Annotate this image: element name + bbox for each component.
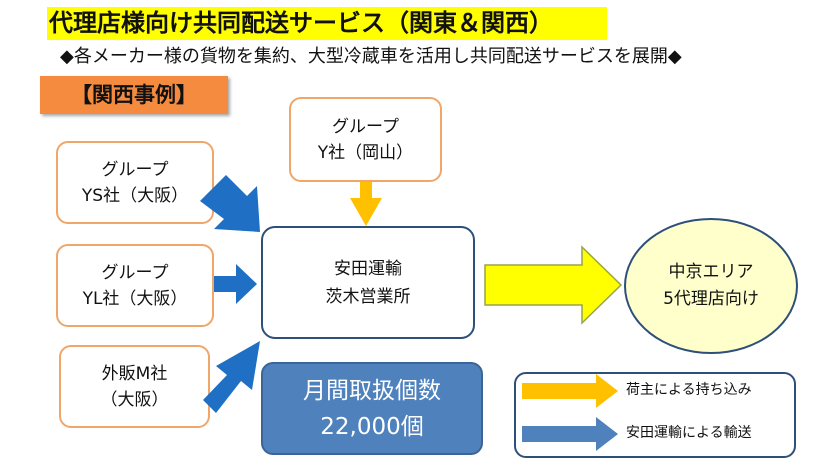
source-box-m: 外販M社 （大阪） [59, 345, 210, 428]
page-subtitle: ◆各メーカー様の貨物を集約、大型冷蔵車を活用し共同配送サービスを展開◆ [60, 46, 682, 67]
source-y-line2: Y社（岡山） [317, 142, 414, 163]
page-title: 代理店様向け共同配送サービス（関東＆関西） [47, 7, 607, 40]
source-box-ys: グループ YS社（大阪） [56, 141, 214, 224]
legend-orange-arrow [522, 374, 618, 408]
source-m-line2: （大阪） [100, 389, 169, 410]
legend-blue-label: 安田運輸による輸送 [626, 425, 752, 441]
destination-ellipse: 中京エリア 5代理店向け [624, 218, 798, 354]
orange-arrow-y-to-hub [350, 182, 382, 226]
destination-line2: 5代理店向け [663, 289, 759, 309]
destination-line1: 中京エリア [668, 262, 754, 282]
blue-arrow-ys-to-hub [200, 175, 260, 232]
legend-orange-label: 荷主による持ち込み [626, 382, 752, 398]
volume-line1: 月間取扱個数 [303, 377, 441, 404]
case-label: 【関西事例】 [40, 76, 228, 114]
legend-blue-arrow [522, 417, 618, 451]
hub-line2: 茨木営業所 [325, 286, 411, 307]
source-ys-line1: グループ [101, 159, 169, 180]
blue-arrow-m-to-hub [203, 341, 260, 413]
blue-arrow-yl-to-hub [214, 264, 257, 304]
source-box-y-okayama: グループ Y社（岡山） [289, 97, 442, 182]
source-yl-line1: グループ [101, 262, 169, 283]
hub-box: 安田運輸 茨木営業所 [261, 226, 475, 339]
volume-line2: 22,000個 [320, 413, 424, 440]
monthly-volume-box: 月間取扱個数 22,000個 [261, 362, 483, 455]
yellow-arrow-hub-to-destination [484, 245, 623, 325]
hub-line1: 安田運輸 [334, 258, 402, 279]
source-ys-line2: YS社（大阪） [81, 185, 189, 206]
source-yl-line2: YL社（大阪） [82, 288, 188, 309]
source-m-line1: 外販M社 [101, 363, 168, 384]
source-box-yl: グループ YL社（大阪） [56, 244, 214, 327]
source-y-line1: グループ [332, 116, 399, 137]
